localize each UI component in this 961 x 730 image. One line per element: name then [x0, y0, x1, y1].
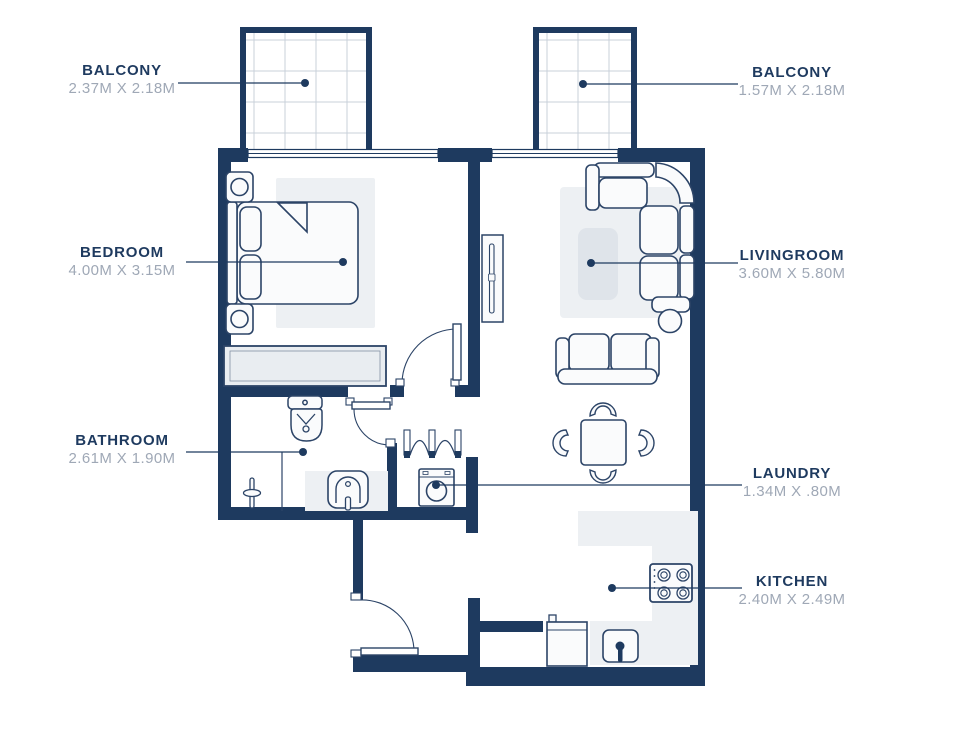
sectional-sofa [585, 162, 695, 313]
room-title: BATHROOM [75, 432, 169, 449]
bed-pillow [239, 206, 262, 252]
wall-top-left-pier [218, 148, 248, 162]
walls [218, 148, 705, 686]
room-label-bedroom: BEDROOM 4.00M X 3.15M [22, 245, 222, 279]
wall-hall-piece [390, 385, 404, 397]
room-dims: 2.61M X 1.90M [68, 450, 176, 467]
leader-lines [178, 79, 742, 592]
room-title: LIVINGROOM [739, 247, 845, 264]
entry-door [350, 592, 419, 658]
wall-top-right-pier [618, 148, 705, 162]
shower-fixture [242, 477, 262, 509]
entry-door-leaf [360, 647, 419, 656]
wall-top-middle-pier [438, 148, 492, 162]
stove [649, 563, 693, 603]
tv-panel [481, 234, 504, 323]
leader-livingroom [587, 259, 738, 267]
wall-entry-bottom [353, 655, 480, 672]
leader-kitchen [608, 584, 742, 592]
bedroom-door [395, 323, 462, 387]
dining-chair-left [552, 429, 570, 457]
wall-kitchen-left [468, 598, 480, 686]
bathroom-door-leaf [351, 401, 391, 410]
balcony-left-tiles [246, 33, 366, 149]
sofa-corner [655, 162, 695, 204]
leader-laundry [432, 481, 742, 489]
bedroom-door-leaf [452, 323, 462, 381]
room-dims: 2.40M X 2.49M [738, 591, 846, 608]
nightstands [225, 171, 254, 335]
toilet [287, 395, 323, 442]
room-label-laundry: LAUNDRY 1.34M X .80M [692, 466, 892, 500]
room-dims: 1.57M X 2.18M [738, 82, 846, 99]
dining-chair-top [589, 402, 617, 418]
coffee-table [578, 228, 618, 300]
windows [247, 148, 619, 159]
room-label-balcony-left: BALCONY 2.37M X 2.18M [22, 63, 222, 97]
room-title: LAUNDRY [752, 465, 832, 482]
fridge [546, 614, 588, 667]
wall-bedroom-living-divider [468, 148, 480, 385]
room-label-bathroom: BATHROOM 2.61M X 1.90M [22, 433, 222, 467]
wall-bathroom-bottom [218, 507, 478, 520]
wall-kitchen-bottom [466, 667, 705, 686]
wall-laundry-right [466, 457, 478, 533]
balcony-right-walls [533, 27, 637, 152]
dining-chair-right [637, 429, 655, 457]
room-title: BALCONY [82, 62, 162, 79]
side-table [657, 308, 683, 334]
wall-divider-foot [455, 385, 480, 397]
kitchen-sink [602, 629, 639, 663]
room-title: KITCHEN [755, 573, 829, 590]
room-label-kitchen: KITCHEN 2.40M X 2.49M [692, 574, 892, 608]
wall-bedroom-bottom [218, 385, 348, 397]
kitchen-counter [578, 511, 698, 665]
room-title: BEDROOM [80, 244, 164, 261]
laundry-bifold-doors [403, 429, 462, 458]
bathroom-door [345, 397, 396, 448]
dining-table [580, 419, 627, 466]
toilet-bowl [290, 408, 323, 442]
leader-balcony-left [178, 79, 309, 87]
bed-pillow [239, 254, 262, 300]
balcony-left-walls [240, 27, 372, 152]
dining-set [552, 402, 655, 484]
sink-faucet [344, 496, 352, 511]
bed [226, 201, 359, 305]
leader-bedroom [186, 258, 347, 266]
leader-balcony-right [579, 80, 738, 88]
loveseat [555, 333, 660, 385]
room-dims: 3.60M X 5.80M [738, 265, 846, 282]
wardrobe [223, 345, 387, 387]
bed-blanket-fold [276, 202, 308, 234]
dining-chair-bottom [589, 468, 617, 484]
bed-headboard [226, 201, 238, 305]
room-title: BALCONY [752, 64, 832, 81]
room-label-livingroom: LIVINGROOM 3.60M X 5.80M [692, 248, 892, 282]
wall-kitchen-stub [480, 621, 543, 632]
room-label-balcony-right: BALCONY 1.57M X 2.18M [692, 65, 892, 99]
wall-bathroom-right [387, 443, 397, 520]
room-dims: 4.00M X 3.15M [68, 262, 176, 279]
balcony-right-tiles [539, 33, 631, 149]
wall-entry-left [353, 515, 363, 600]
bathroom-vanity [305, 470, 388, 511]
room-dims: 1.34M X .80M [742, 483, 842, 500]
leader-bathroom [186, 448, 307, 456]
room-dims: 2.37M X 2.18M [68, 80, 176, 97]
